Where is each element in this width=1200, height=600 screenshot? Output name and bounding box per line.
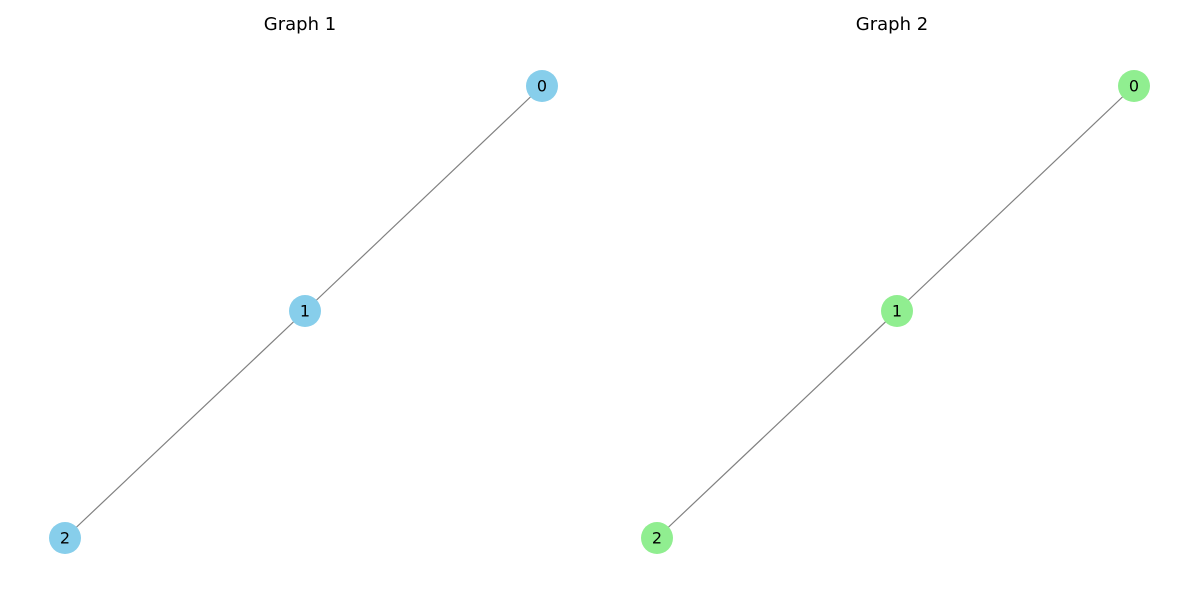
node-circle — [1118, 70, 1150, 102]
node-label: 1 — [892, 302, 902, 321]
node-0: 0 — [1118, 70, 1150, 102]
edge-1-2 — [64, 310, 306, 539]
node-circle — [289, 295, 321, 327]
node-label: 1 — [300, 302, 310, 321]
node-circle — [641, 522, 673, 554]
edge-1-2 — [656, 310, 898, 539]
node-label: 0 — [537, 77, 547, 96]
node-label: 2 — [60, 529, 70, 548]
node-circle — [49, 522, 81, 554]
node-1: 1 — [881, 295, 913, 327]
node-1: 1 — [289, 295, 321, 327]
graph-panel-2: Graph 2 0 1 2 — [592, 0, 1192, 600]
graph-title: Graph 2 — [855, 14, 929, 35]
edge-0-1 — [304, 85, 543, 312]
node-2: 2 — [49, 522, 81, 554]
graph-canvas: 0 1 2 — [49, 70, 558, 554]
graph-title: Graph 1 — [263, 14, 337, 35]
node-circle — [526, 70, 558, 102]
graph-panel-1: Graph 1 0 1 2 — [49, 14, 558, 554]
node-label: 0 — [1129, 77, 1139, 96]
node-circle — [881, 295, 913, 327]
edge-0-1 — [896, 85, 1135, 312]
node-label: 2 — [652, 529, 662, 548]
graph-canvas: 0 1 2 — [641, 70, 1150, 554]
node-2: 2 — [641, 522, 673, 554]
node-0: 0 — [526, 70, 558, 102]
